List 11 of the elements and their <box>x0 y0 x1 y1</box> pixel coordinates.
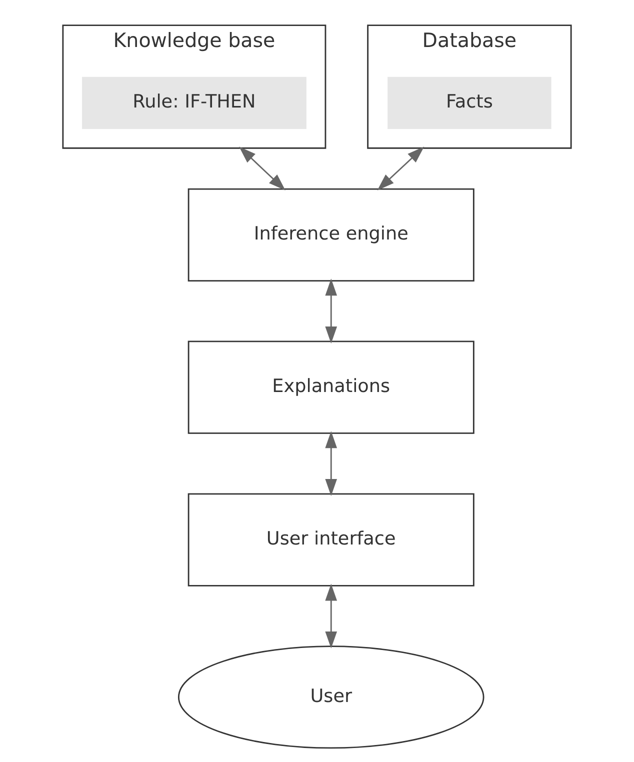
arrow <box>377 146 424 190</box>
node-box: Rule: IF-THEN <box>82 76 306 130</box>
arrow <box>239 146 286 190</box>
node-box: Facts <box>388 76 552 130</box>
node-ellipse: User <box>178 646 484 749</box>
node-box: User interface <box>188 493 474 586</box>
node-box: Explanations <box>188 340 474 434</box>
arrow <box>325 431 338 496</box>
node-box: Inference engine <box>188 188 474 282</box>
arrow <box>325 278 338 344</box>
arrow <box>325 584 338 648</box>
